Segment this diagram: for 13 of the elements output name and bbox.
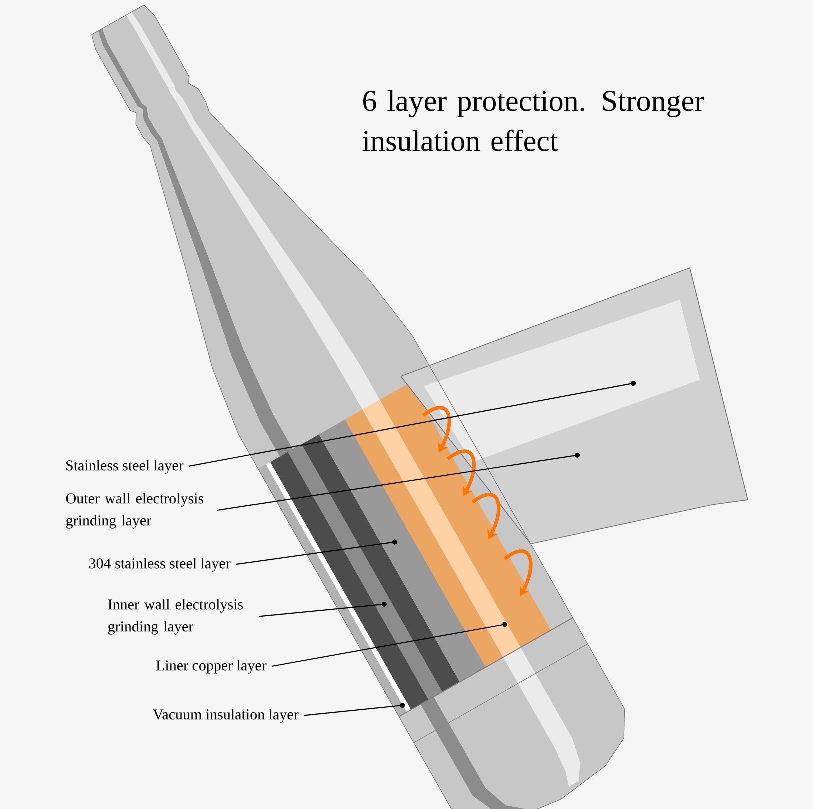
leader-line <box>216 452 580 512</box>
leader-line <box>258 602 387 618</box>
leader-line <box>304 703 406 716</box>
leader-line <box>272 622 508 668</box>
callout-label: Liner copper layer <box>156 660 267 674</box>
callout-label: 304 stainless steel layer <box>89 558 231 572</box>
leader-line <box>236 540 398 566</box>
callout-label: Inner wall electrolysis grinding layer <box>108 599 244 635</box>
leader-line <box>188 380 636 467</box>
callout-label: Outer wall electrolysis grinding layer <box>66 493 204 529</box>
callout-label: Stainless steel layer <box>66 460 184 474</box>
callout-label: Vacuum insulation layer <box>153 709 299 723</box>
title: 6 layer protection. Stronger insulation effect <box>362 90 704 152</box>
